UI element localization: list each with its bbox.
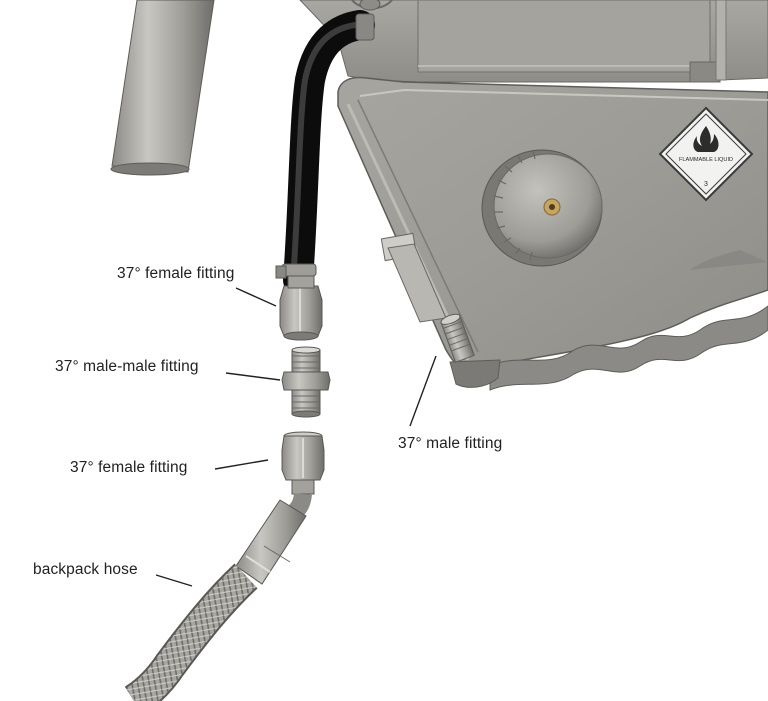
- label-female-fitting-bottom: 37° female fitting: [70, 459, 188, 476]
- flammable-placard: FLAMMABLE LIQUID 3: [658, 106, 754, 202]
- leader-male-male: [225, 372, 281, 381]
- leader-female-bottom: [214, 459, 269, 470]
- leader-female-top: [235, 287, 277, 307]
- male-fitting-on-tank: [440, 313, 475, 363]
- bottom-female-fitting: [281, 431, 325, 495]
- leader-male: [409, 355, 437, 427]
- label-female-fitting-top: 37° female fitting: [117, 265, 235, 282]
- upper-housing: [299, 0, 768, 83]
- rubber-hose: [283, 10, 375, 295]
- top-female-fitting: [275, 263, 323, 341]
- leader-lines: [155, 287, 437, 587]
- backpack-hose: [124, 492, 312, 701]
- label-male-fitting: 37° male fitting: [398, 435, 503, 452]
- placard-class-number: 3: [704, 181, 708, 188]
- filler-cap: [481, 149, 603, 267]
- leader-backpack-hose: [155, 574, 193, 587]
- flame-icon: [693, 126, 719, 152]
- placard-caption: FLAMMABLE LIQUID: [679, 157, 733, 163]
- male-male-fitting: [281, 346, 331, 418]
- label-backpack-hose: backpack hose: [33, 561, 138, 578]
- label-male-male-fitting: 37° male-male fitting: [55, 358, 199, 375]
- support-arm: [110, 0, 215, 176]
